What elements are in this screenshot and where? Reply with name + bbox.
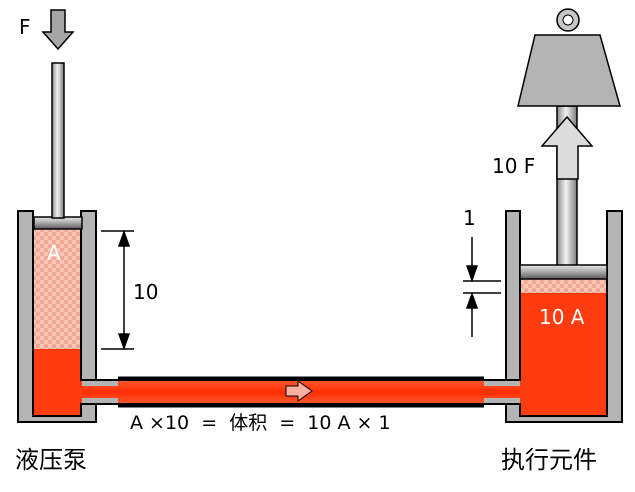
- actuator-fluid-lifted: [520, 279, 607, 293]
- input-force-arrow: [41, 9, 75, 51]
- output-force-arrow: [540, 115, 594, 180]
- actuator-cylinder-wall: [505, 210, 623, 423]
- pump-label: 液压泵: [15, 446, 87, 474]
- small-stroke-label: 10: [133, 280, 158, 304]
- connecting-pipe: [82, 376, 520, 408]
- large-piston-area-label: 10 A: [539, 305, 585, 329]
- pump-fluid-region: [34, 229, 82, 349]
- small-piston-area-label: A: [47, 241, 61, 265]
- pump-piston-rod: [51, 62, 65, 219]
- input-force-label: F: [19, 15, 31, 39]
- flow-direction-arrow: [285, 380, 313, 402]
- large-stroke-label: 1: [463, 206, 476, 230]
- actuator-label: 执行元件: [501, 446, 597, 474]
- pump-fluid: [34, 349, 82, 415]
- small-stroke-dimension: [101, 229, 134, 351]
- pump-piston: [33, 216, 83, 230]
- load-weight: [517, 8, 621, 107]
- actuator-cylinder: [505, 105, 623, 423]
- volume-equation: A ×10 = 体积 = 10 A × 1: [130, 412, 391, 434]
- pump-cylinder: [17, 62, 97, 423]
- actuator-piston: [519, 264, 608, 280]
- output-force-label: 10 F: [492, 154, 535, 178]
- actuator-fluid: [520, 293, 607, 415]
- large-stroke-dimension: [463, 237, 501, 337]
